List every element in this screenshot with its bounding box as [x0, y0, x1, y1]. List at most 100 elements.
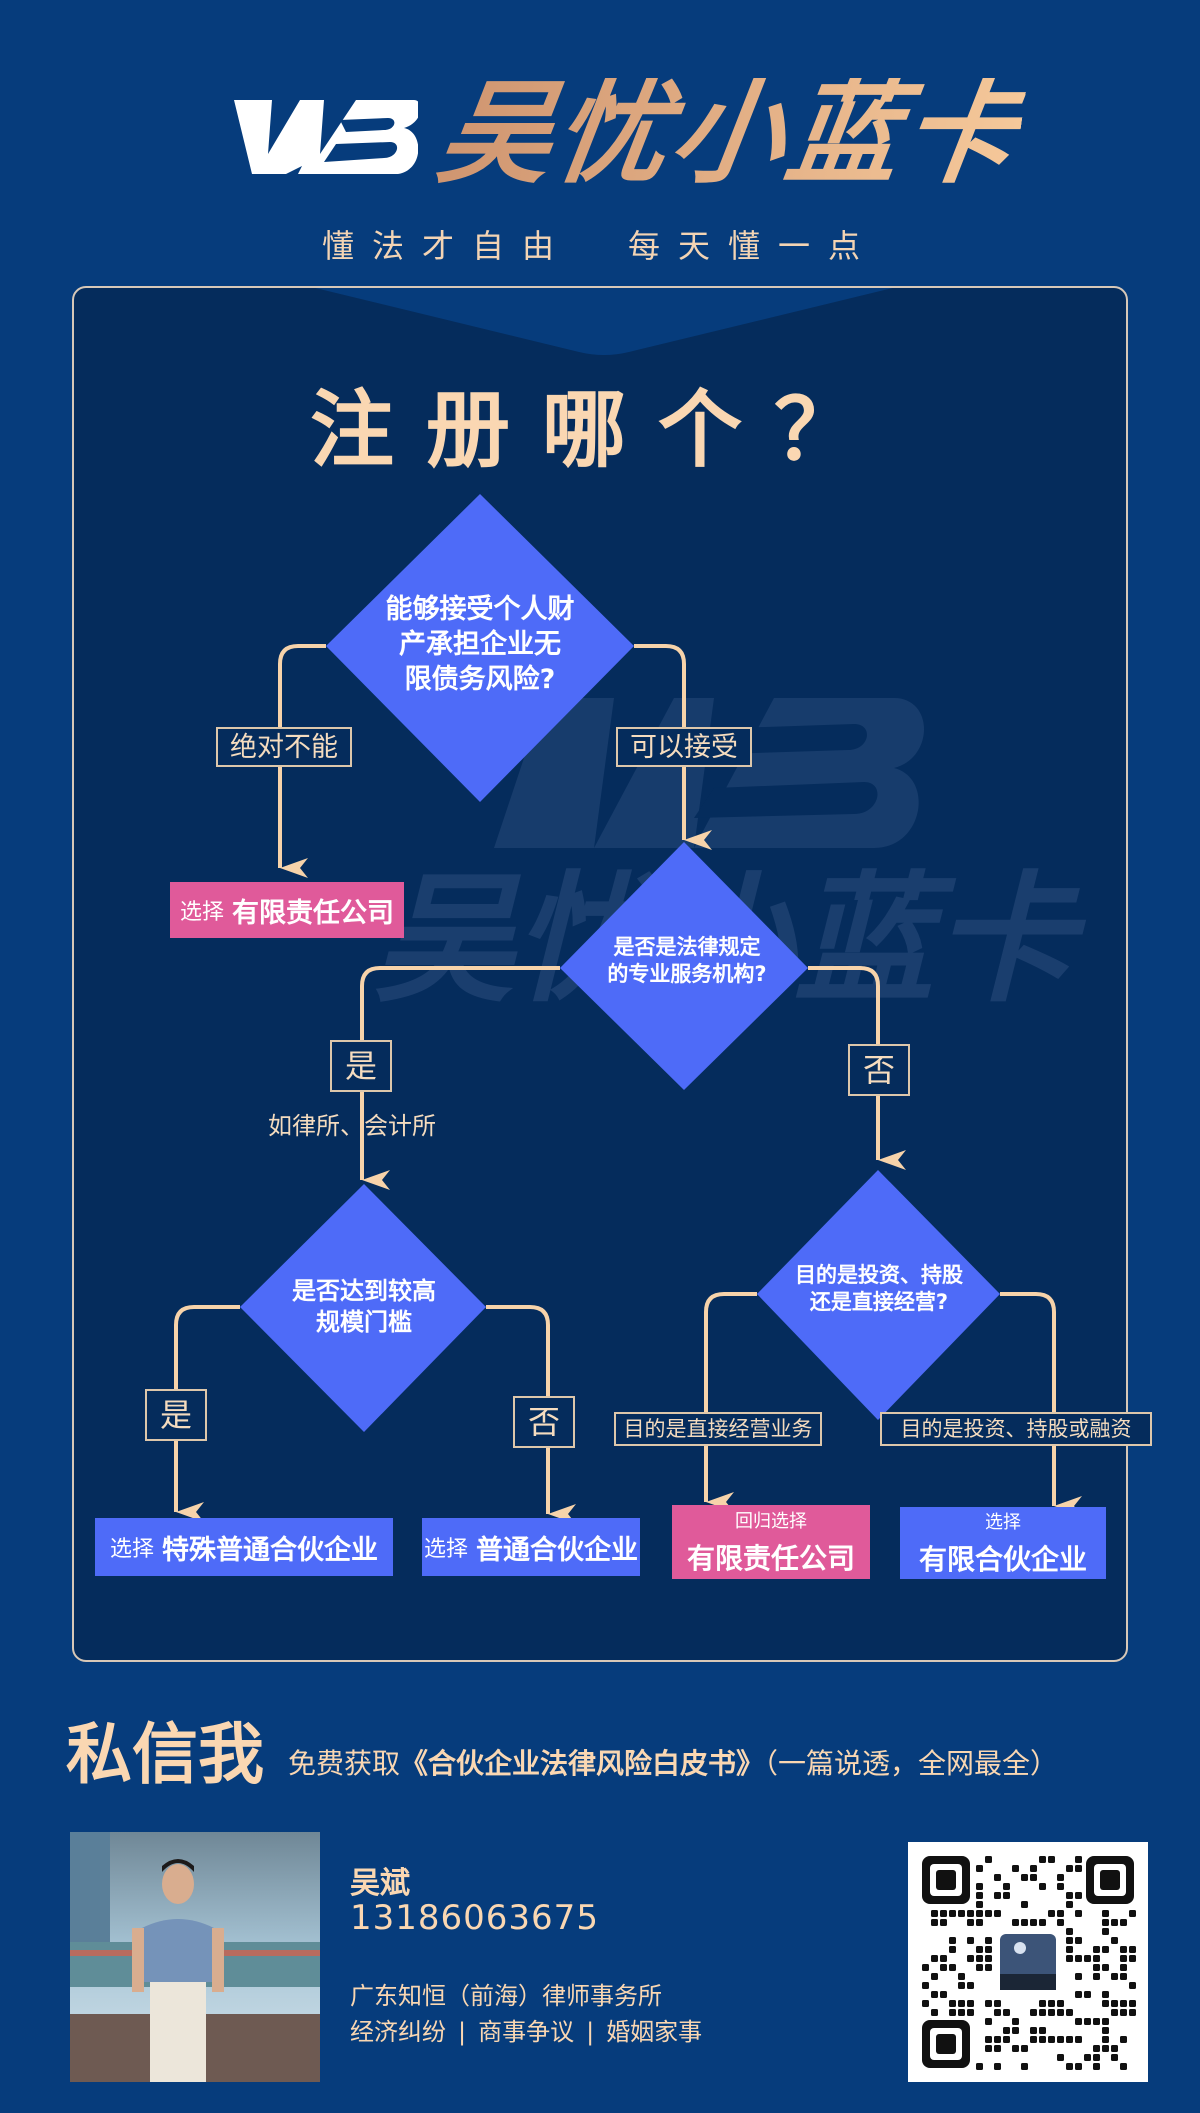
qr-module — [1120, 2009, 1127, 2016]
qr-module — [967, 1919, 974, 1926]
qr-module — [976, 2063, 983, 2070]
qr-module — [1030, 2009, 1037, 2016]
qr-module — [1066, 1946, 1073, 1953]
qr-module — [976, 1946, 983, 1953]
connector-d2-d4 — [808, 966, 906, 1170]
qr-module — [1102, 1991, 1109, 1998]
qr-module — [1021, 2045, 1028, 2052]
qr-code-icon[interactable] — [908, 1842, 1148, 2082]
qr-module — [985, 1946, 992, 1953]
result-prefix: 选择 — [109, 1537, 154, 1562]
qr-module — [985, 2036, 992, 2043]
qr-module — [994, 1910, 1001, 1917]
qr-module — [1057, 1874, 1064, 1881]
qr-module — [994, 2036, 1001, 2043]
qr-module — [958, 1982, 965, 1989]
result-special-general-partnership: 选择 特殊普通合伙企业 — [95, 1518, 393, 1576]
qr-module — [1012, 1919, 1019, 1926]
decision-d2-line: 的专业服务机构? — [607, 962, 767, 987]
qr-module — [949, 2009, 956, 2016]
qr-module — [1048, 2009, 1055, 2016]
qr-module — [1093, 2018, 1100, 2025]
qr-module — [1003, 2036, 1010, 2043]
qr-module — [1129, 2009, 1136, 2016]
qr-module — [1075, 1892, 1082, 1899]
qr-module — [1021, 1901, 1028, 1908]
qr-module — [1003, 1883, 1010, 1890]
contact-phone[interactable]: 13186063675 — [350, 1898, 599, 1938]
result-prefix: 选择 — [179, 900, 224, 925]
qr-module — [967, 1910, 974, 1917]
qr-module — [1039, 2027, 1046, 2034]
qr-module — [1111, 2054, 1118, 2061]
decision-d2-text: 是否是法律规定 的专业服务机构? — [574, 934, 800, 989]
edge-label-absolutely-not: 绝对不能 — [216, 727, 352, 767]
slogan-left: 懂法才自由 — [321, 227, 572, 265]
qr-module — [1102, 2027, 1109, 2034]
edge-label-acceptable: 可以接受 — [616, 727, 752, 767]
qr-module — [1129, 1982, 1136, 1989]
qr-module — [949, 1937, 956, 1944]
qr-module — [985, 1955, 992, 1962]
decision-d4-text: 目的是投资、持股 还是直接经营? — [766, 1262, 992, 1317]
qr-module — [1084, 1955, 1091, 1962]
decision-d3-text: 是否达到较高 规模门槛 — [254, 1276, 474, 1338]
qr-module — [1120, 1973, 1127, 1980]
decision-diamond-d1 — [326, 494, 634, 802]
contact-name: 吴斌 — [350, 1866, 410, 1901]
qr-module — [949, 2000, 956, 2007]
qr-module — [1003, 1892, 1010, 1899]
qr-module — [1129, 2000, 1136, 2007]
qr-module — [985, 1964, 992, 1971]
qr-module — [931, 1955, 938, 1962]
qr-module — [1084, 2018, 1091, 2025]
decision-d2-line: 是否是法律规定 — [613, 935, 761, 959]
qr-module — [1102, 1919, 1109, 1926]
qr-module — [931, 2009, 938, 2016]
result-main: 特殊普通合伙企业 — [162, 1534, 378, 1566]
qr-module — [1075, 1991, 1082, 1998]
qr-module — [1102, 2045, 1109, 2052]
qr-module — [931, 1973, 938, 1980]
page-title: 注册哪个？ — [309, 381, 890, 479]
edge-label-direct-operation: 目的是直接经营业务 — [614, 1412, 822, 1446]
qr-module — [958, 1910, 965, 1917]
qr-module — [1039, 2009, 1046, 2016]
qr-module — [940, 1991, 947, 1998]
qr-module — [967, 2000, 974, 2007]
cta-prefix: 免费获取 — [288, 1747, 401, 1780]
qr-module — [1066, 1892, 1073, 1899]
cta-book-title: 《合伙企业法律风险白皮书》 — [400, 1747, 765, 1780]
qr-module — [1102, 1910, 1109, 1917]
qr-module — [1093, 1946, 1100, 1953]
qr-module — [985, 2018, 992, 2025]
edge-note-examples: 如律所、会计所 — [268, 1112, 436, 1140]
qr-module — [931, 1919, 938, 1926]
qr-module — [1030, 2027, 1037, 2034]
qr-module — [958, 2000, 965, 2007]
qr-module — [976, 1919, 983, 1926]
qr-module — [1048, 1910, 1055, 1917]
qr-module — [1066, 1901, 1073, 1908]
qr-module — [958, 2009, 965, 2016]
qr-module — [1093, 1964, 1100, 1971]
qr-module — [1102, 1964, 1109, 1971]
qr-module — [1075, 1955, 1082, 1962]
qr-module — [1039, 2036, 1046, 2043]
qr-module — [1102, 2000, 1109, 2007]
edge-label-no: 否 — [848, 1044, 910, 1096]
qr-module — [1021, 1874, 1028, 1881]
connector-d3-r2 — [174, 1305, 240, 1522]
qr-module — [1129, 1946, 1136, 1953]
qr-module — [1093, 2045, 1100, 2052]
qr-module — [967, 1955, 974, 1962]
edge-label-yes: 是 — [145, 1389, 207, 1441]
qr-module — [967, 1937, 974, 1944]
qr-module — [931, 1991, 938, 1998]
decision-diamond-d3 — [240, 1184, 486, 1432]
qr-module — [1066, 1928, 1073, 1935]
slogan-right: 每天懂一点 — [628, 227, 879, 265]
qr-module — [1084, 1991, 1091, 1998]
qr-module — [1075, 1856, 1082, 1863]
